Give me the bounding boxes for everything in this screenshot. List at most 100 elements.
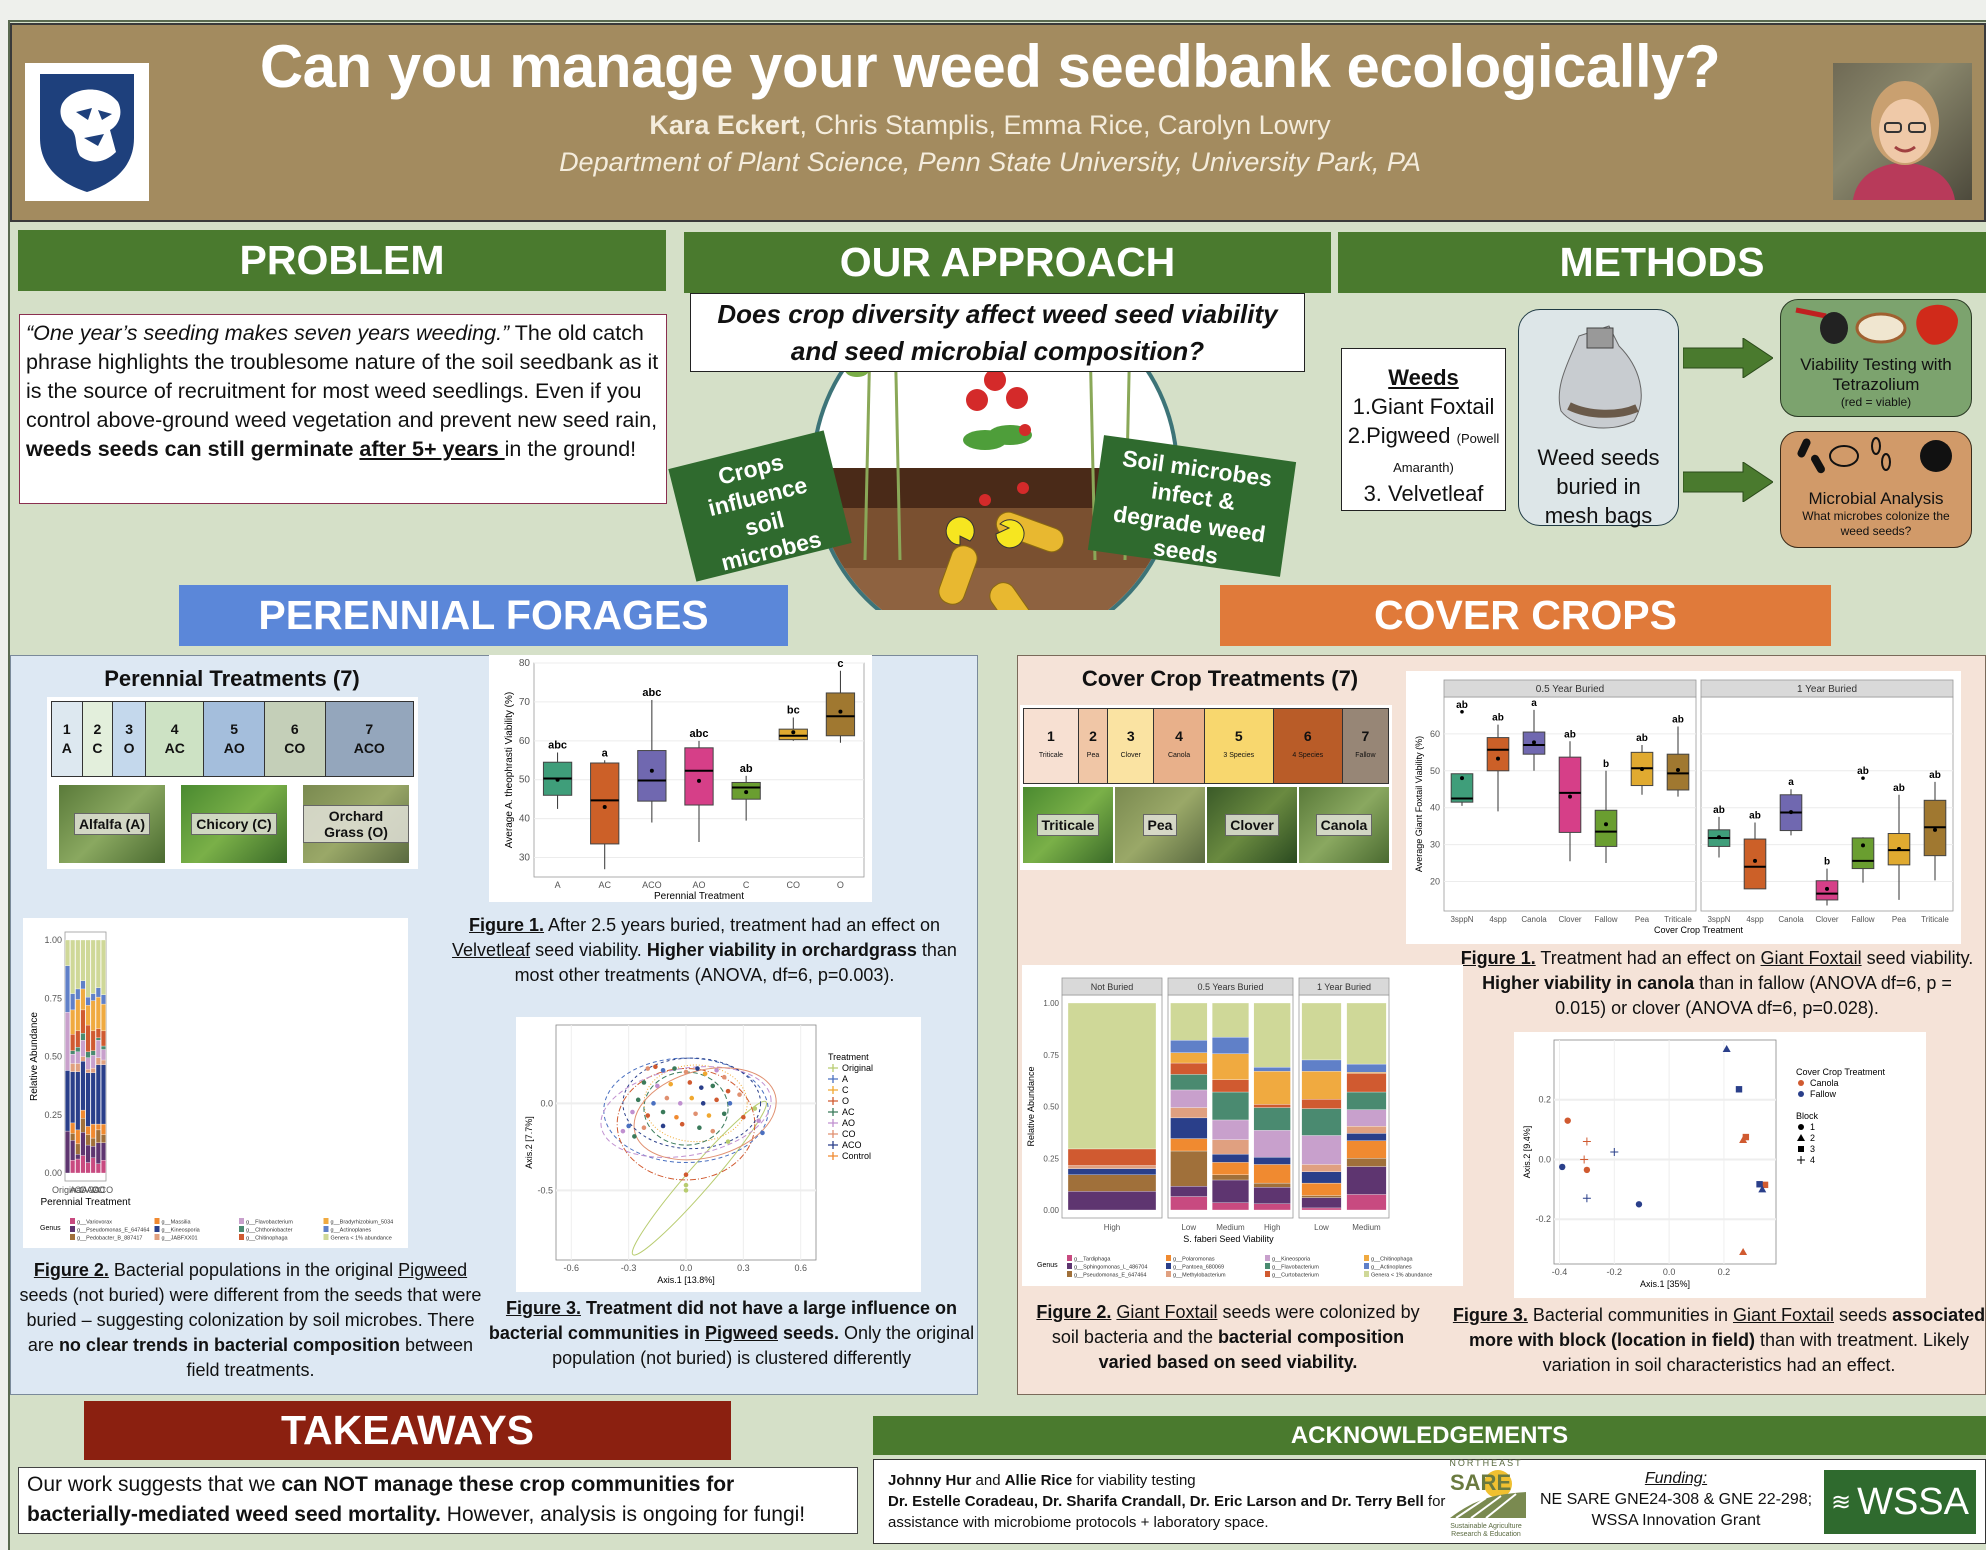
figure-label: Figure 3.	[505, 1298, 581, 1318]
box	[1594, 809, 1618, 847]
bar-segment	[70, 1034, 76, 1051]
author-list: Kara Eckert, Chris Stamplis, Emma Rice, …	[160, 110, 1820, 141]
crop-photo-label: Clover	[1225, 814, 1279, 836]
species-name: Giant Foxtail	[1760, 948, 1862, 968]
sare-logo-sub: Sustainable Agriculture Research & Educa…	[1450, 1523, 1522, 1538]
x-tick-label: Triticale	[1664, 915, 1692, 924]
data-point	[1582, 1194, 1591, 1203]
x-tick-label: -0.6	[564, 1263, 580, 1273]
mean-point	[1933, 827, 1937, 832]
bar-segment	[1346, 1126, 1387, 1134]
bar-segment	[1067, 1165, 1157, 1169]
x-tick-label: Pea	[1892, 915, 1907, 924]
x-tick-label: Original	[52, 1185, 83, 1195]
legend-label: AC	[842, 1107, 855, 1117]
research-question: Does crop diversity affect weed seed via…	[690, 293, 1305, 372]
bar-segment	[1212, 1139, 1249, 1155]
y-tick-label: -0.2	[1535, 1214, 1551, 1224]
treatment-number: 5	[1234, 728, 1243, 744]
treatment-number: 4	[170, 721, 179, 737]
bar-segment	[1301, 1207, 1342, 1211]
facet-strip	[1061, 977, 1163, 996]
bar-segment	[1170, 1040, 1208, 1053]
mean-point	[1496, 756, 1500, 761]
acknowledgements-heading: ACKNOWLEDGEMENTS	[873, 1416, 1986, 1455]
legend-label: g__Chitinophaga	[1371, 1257, 1414, 1263]
mean-point	[1460, 776, 1464, 781]
bar-segment	[1301, 1099, 1342, 1109]
data-point	[674, 1114, 679, 1120]
bar-segment	[95, 1037, 101, 1041]
funding-label: Funding:	[1644, 1470, 1708, 1487]
treatment-code: CO	[284, 740, 306, 756]
x-tick-label: 3sppN	[1450, 915, 1473, 924]
x-tick-label: Clover	[1558, 915, 1581, 924]
bar-segment	[80, 1033, 86, 1041]
data-point	[635, 1097, 641, 1103]
bar-segment	[1212, 1002, 1249, 1038]
data-point	[679, 1121, 685, 1127]
treatment-name: Fallow	[1355, 752, 1376, 759]
legend-title: Cover Crop Treatment	[1796, 1067, 1886, 1077]
legend-swatch	[828, 1064, 838, 1072]
data-point	[1742, 1133, 1750, 1141]
bar-segment	[1170, 1052, 1208, 1064]
bar-segment	[85, 1005, 91, 1026]
crop-photo: Clover	[1207, 787, 1297, 863]
legend-label: O	[842, 1096, 849, 1106]
figure-label: Figure 1.	[1460, 948, 1536, 968]
y-axis-title: Axis.2 [7.7%]	[524, 1116, 534, 1169]
x-tick-label: 0.3	[737, 1263, 750, 1273]
takeaway-emphasis: can NOT manage these crop communities fo…	[27, 1473, 735, 1526]
bar-segment	[1301, 1071, 1342, 1100]
wssa-emblem-icon: ≋	[1830, 1488, 1852, 1516]
data-point	[695, 1066, 700, 1071]
legend-swatch	[1166, 1263, 1171, 1269]
legend-label: g__Flavobacterium	[246, 1220, 293, 1226]
y-tick-label: 40	[519, 814, 531, 825]
bar-segment	[90, 1137, 96, 1147]
data-point	[687, 1080, 693, 1085]
y-tick-label: 50	[519, 775, 531, 786]
data-point	[683, 1172, 689, 1178]
treatment-number: 3	[1126, 728, 1135, 744]
problem-emphasis: weeds seeds can still germinate	[26, 437, 360, 461]
y-tick-label: 50	[1430, 766, 1440, 776]
quote: “One year’s seeding makes seven years we…	[26, 321, 510, 345]
data-point	[1739, 1248, 1748, 1256]
data-point	[626, 1123, 631, 1129]
treatment-number: 3	[125, 721, 133, 737]
legend-swatch	[828, 1097, 838, 1105]
x-tick-label: 0.2	[1718, 1267, 1731, 1277]
wssa-logo-text: WSSA	[1857, 1480, 1969, 1523]
legend-label: Fallow	[1810, 1089, 1837, 1099]
bar-segment	[80, 1040, 86, 1057]
y-tick-label: 0.00	[44, 1168, 62, 1178]
bar-segment	[75, 1030, 81, 1048]
sare-logo-top: NORTHEAST	[1449, 1458, 1523, 1468]
data-point	[702, 1071, 708, 1077]
y-tick-label: 30	[519, 853, 531, 864]
bar-segment	[75, 1051, 81, 1064]
bar-segment	[65, 939, 70, 966]
legend-label: g__Methylobacterium	[1173, 1273, 1226, 1279]
data-point	[655, 1083, 660, 1089]
bar-segment	[75, 1129, 81, 1145]
bar-segment	[1346, 1063, 1387, 1073]
x-tick-label: Medium	[1352, 1223, 1381, 1232]
bar-segment	[101, 1030, 106, 1047]
takeaway-text: Our work suggests that we	[27, 1473, 282, 1496]
x-tick-label: 0.0	[680, 1263, 693, 1273]
x-tick-label: A	[555, 880, 561, 890]
species-name: Velvetleaf	[452, 940, 531, 960]
bar-segment	[85, 996, 91, 1006]
legend-label: g__Pseudomonas_E_647464	[1074, 1273, 1146, 1279]
legend-label: g__Massilia	[162, 1220, 192, 1226]
bar-segment	[101, 1003, 106, 1032]
legend-label: g__Tardiphaga	[1074, 1257, 1111, 1263]
